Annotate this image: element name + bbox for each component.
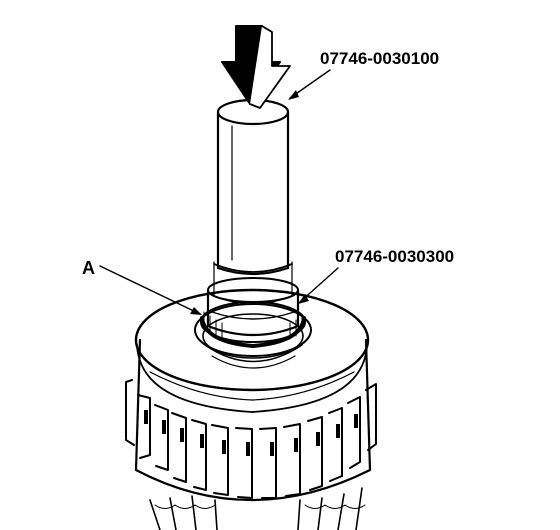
leader-a (99, 265, 201, 315)
tool-label-lower: 07746-0030300 (335, 247, 454, 266)
leader-lower (299, 267, 339, 303)
press-direction-arrow (221, 25, 291, 109)
tooth-slots (144, 410, 358, 456)
attachment-tool (206, 277, 300, 337)
drum-rim-band (136, 344, 368, 413)
hub-inner-ring (202, 313, 304, 359)
drum-body (134, 338, 372, 502)
bearing-a (200, 301, 306, 348)
drum-top-rim (134, 288, 370, 392)
part-label-a: A (82, 258, 95, 278)
tool-label-upper: 07746-0030100 (320, 49, 439, 68)
drum-spline-teeth (125, 379, 377, 499)
lower-gear-teeth (149, 487, 366, 530)
driver-handle (213, 98, 293, 305)
gear-drum-assembly (125, 288, 377, 530)
leader-arrowheads (190, 90, 309, 315)
